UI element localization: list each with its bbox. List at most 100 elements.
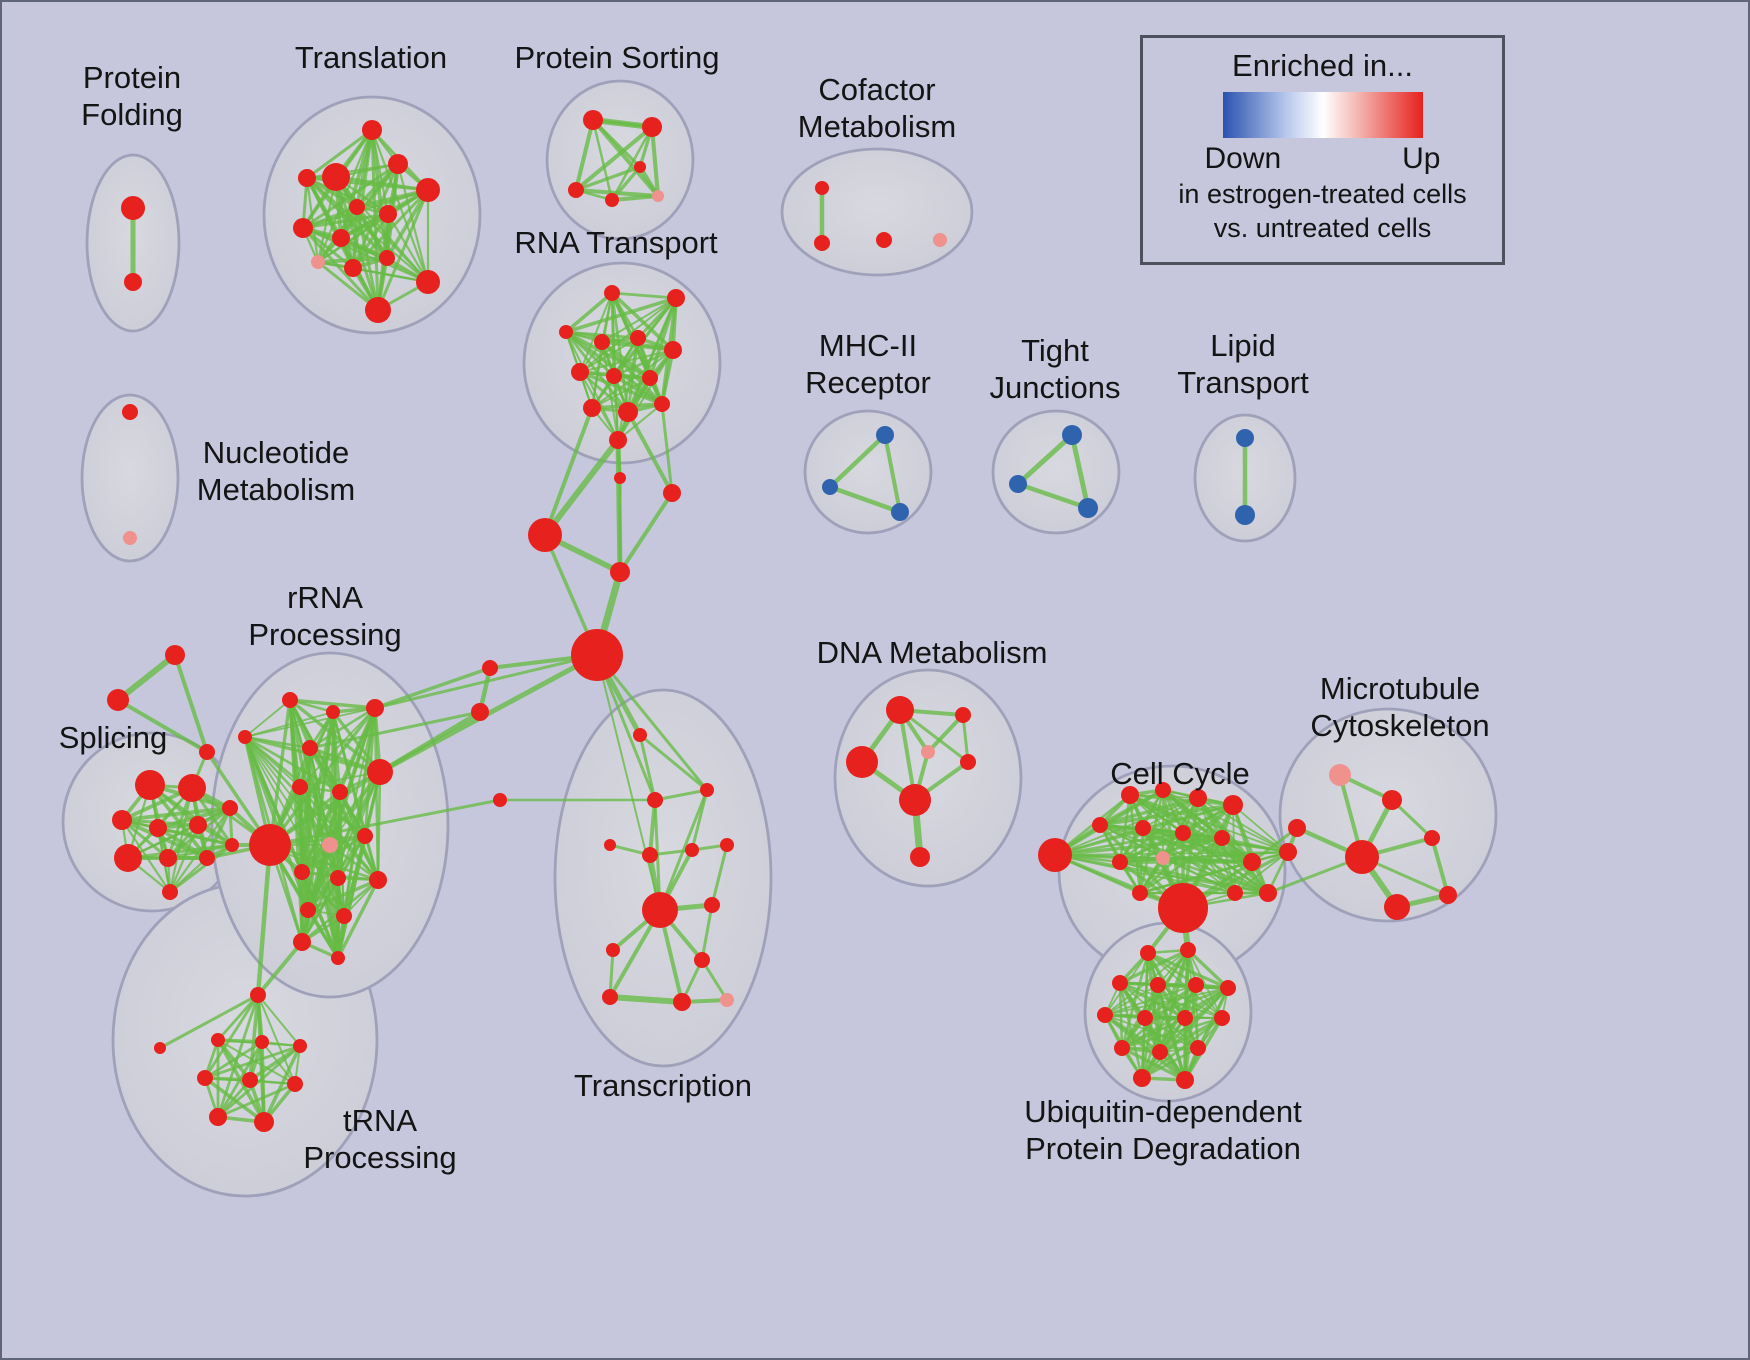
network-node [704, 897, 720, 913]
network-node [814, 235, 830, 251]
network-edge [542, 437, 621, 538]
network-edge [301, 212, 390, 230]
network-edge [700, 903, 714, 962]
network-node [222, 800, 238, 816]
cluster-label-ubiquitin-degradation: Ubiquitin-dependent [1024, 1094, 1302, 1129]
network-node [379, 205, 397, 223]
network-edge [1104, 987, 1229, 1016]
network-edge [898, 708, 970, 764]
network-node [416, 178, 440, 202]
network-node [416, 270, 440, 294]
network-node [332, 229, 350, 247]
network-node [1424, 830, 1440, 846]
network-node [609, 431, 627, 449]
network-node [634, 161, 646, 173]
network-edge [301, 226, 430, 284]
network-edge [351, 266, 430, 284]
network-node [891, 503, 909, 521]
network-node [1155, 782, 1171, 798]
network-node [1156, 851, 1170, 865]
network-edge [1120, 1046, 1187, 1082]
network-node [933, 233, 947, 247]
network-node [330, 870, 346, 886]
network-node [602, 989, 618, 1005]
network-edge [638, 733, 657, 802]
network-edge [660, 402, 674, 495]
network-edge [1119, 851, 1289, 863]
network-edge [203, 993, 260, 1080]
network-node [249, 824, 291, 866]
network-node [594, 334, 610, 350]
cluster-label-mhc-ii-receptor: MHC-II [819, 328, 917, 363]
legend-gradient-bar [1222, 92, 1423, 138]
cluster-label-rna-transport: RNA Transport [514, 225, 718, 260]
network-node [846, 746, 878, 778]
network-node [322, 837, 338, 853]
cluster-label-mhc-ii-receptor: Receptor [805, 365, 931, 400]
network-node [960, 754, 976, 770]
network-node [1135, 820, 1151, 836]
network-node [571, 363, 589, 381]
network-node [112, 810, 132, 830]
cluster-label-tight-junctions: Junctions [990, 370, 1121, 405]
cluster-label-nucleotide-metabolism: Metabolism [197, 472, 356, 507]
network-node [663, 484, 681, 502]
network-node [606, 943, 620, 957]
network-edge [1098, 803, 1235, 827]
cluster-label-trna-processing: Processing [303, 1140, 456, 1175]
network-node [123, 531, 137, 545]
network-node [667, 289, 685, 307]
network-node [605, 193, 619, 207]
network-node [293, 933, 311, 951]
network-edge [591, 297, 677, 409]
network-node [899, 784, 931, 816]
network-edge [1098, 788, 1165, 827]
network-node [254, 1112, 274, 1132]
network-edge [1232, 804, 1289, 853]
network-node [694, 952, 710, 968]
network-edge [591, 349, 674, 409]
network-node [122, 404, 138, 420]
network-node [618, 402, 638, 422]
network-node [1243, 853, 1261, 871]
network-node [685, 843, 699, 857]
network-node [293, 1039, 307, 1053]
network-node [652, 190, 664, 202]
network-node [610, 562, 630, 582]
network-node [209, 1108, 227, 1126]
network-edge [168, 843, 234, 894]
network-node [135, 770, 165, 800]
network-node [1009, 475, 1027, 493]
network-node [471, 703, 489, 721]
network-edge [288, 698, 377, 710]
network-node [1259, 884, 1277, 902]
network-edge [1104, 984, 1197, 1016]
network-node [311, 255, 325, 269]
network-edge [126, 806, 232, 860]
network-edge [595, 653, 657, 802]
network-node [493, 793, 507, 807]
network-node [1214, 830, 1230, 846]
network-node [326, 705, 340, 719]
network-node [921, 745, 935, 759]
network-edge [300, 876, 340, 944]
network-node [362, 120, 382, 140]
cluster-ellipse-tight-junctions [991, 409, 1121, 535]
cluster-label-cofactor-metabolism: Metabolism [798, 109, 957, 144]
network-node [1188, 977, 1204, 993]
network-edge [336, 878, 380, 960]
network-edge [158, 993, 260, 1050]
cluster-ellipse-nucleotide-metabolism [80, 393, 180, 563]
network-node [822, 479, 838, 495]
network-node [344, 259, 362, 277]
network-node [211, 1033, 225, 1047]
network-node [300, 902, 316, 918]
network-edge [1187, 949, 1223, 1019]
network-node [149, 819, 167, 837]
network-edge [543, 406, 594, 537]
legend: Enriched in... Down Up in estrogen-treat… [1140, 35, 1505, 265]
network-edge [1158, 1016, 1224, 1054]
cluster-label-dna-metabolism: DNA Metabolism [817, 635, 1048, 670]
legend-subtitle-line1: in estrogen-treated cells [1178, 179, 1467, 209]
network-edge [618, 491, 674, 574]
